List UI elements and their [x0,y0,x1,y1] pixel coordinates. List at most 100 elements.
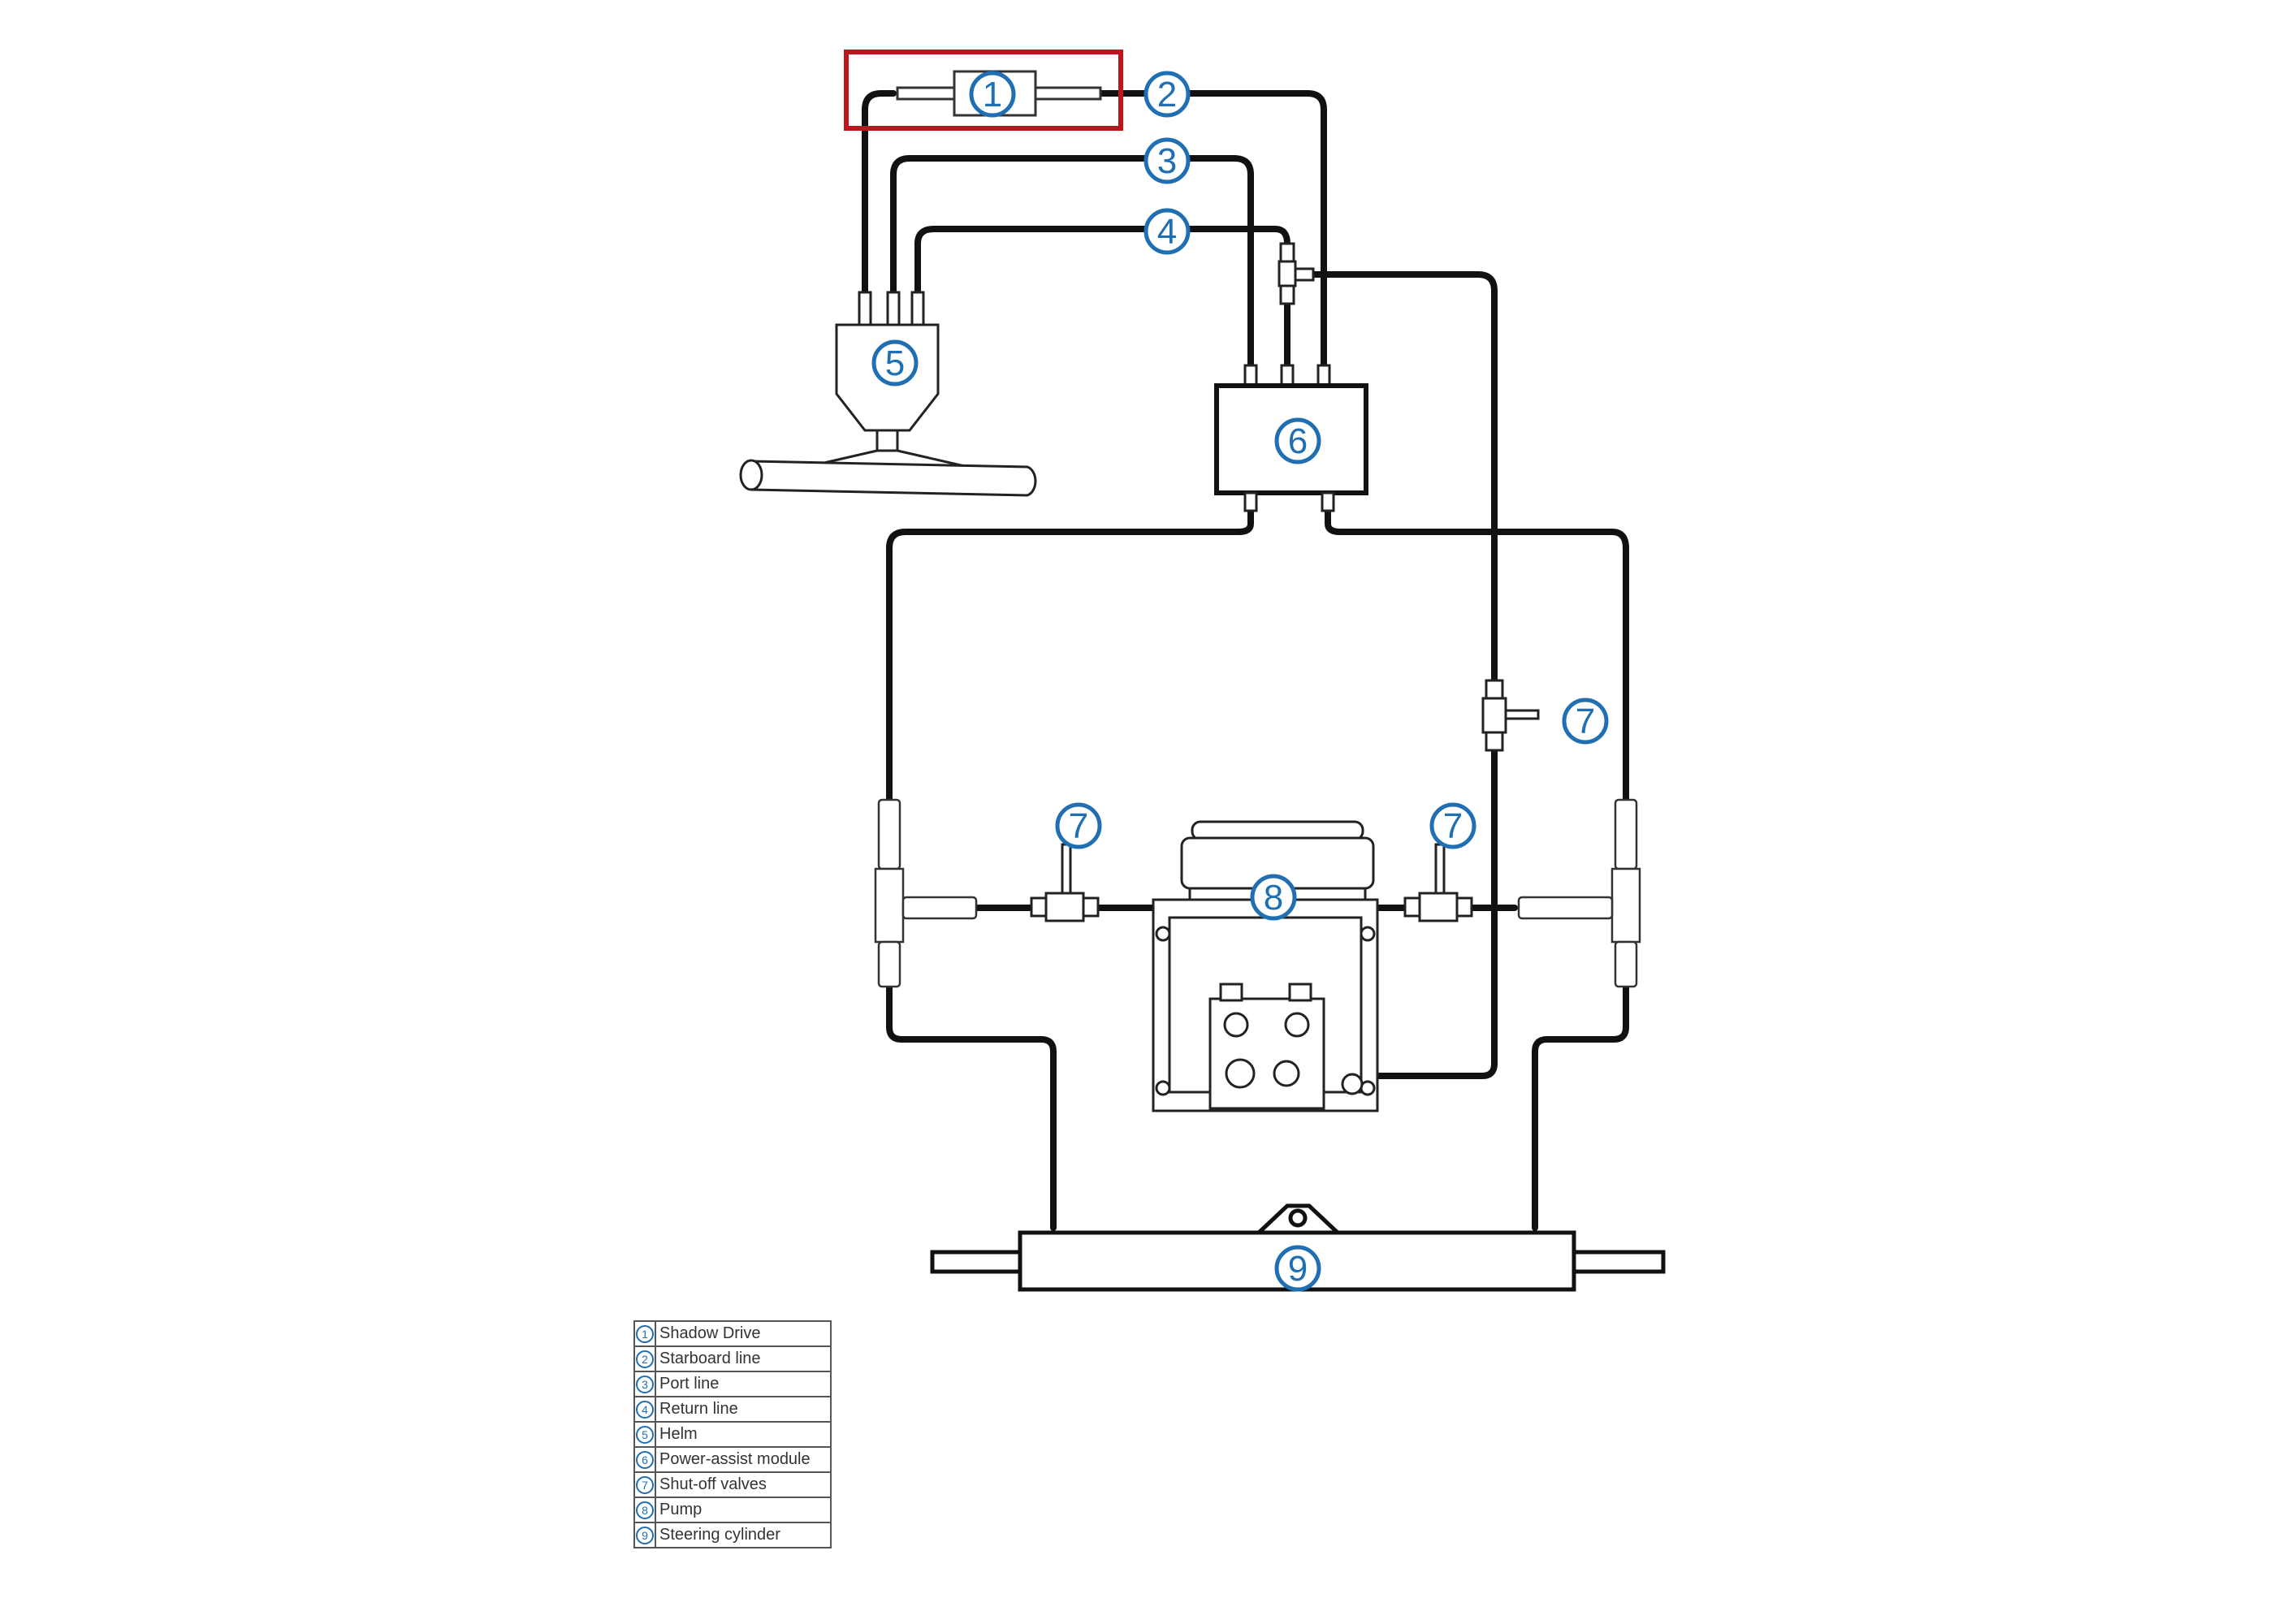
legend-label: Helm [655,1421,832,1448]
return-valve-handle [1504,709,1540,720]
right-tee-side-fitting [1517,896,1614,920]
return-shutoff-valve [1481,679,1540,752]
pump-left-valve-body [1044,892,1085,922]
return-tee-bottom [1279,284,1295,305]
pump-left-valve-stem [1061,843,1072,895]
pump-port-d [1273,1060,1300,1087]
callout-4: 4 [1143,208,1191,255]
return-branch-line [1296,271,1498,1079]
legend-callout-icon: 9 [636,1527,654,1544]
right-outer-line [1325,494,1629,803]
left-tee-upper-fitting [877,798,901,870]
callout-9: 9 [1274,1245,1321,1292]
pump-bolt-3 [1155,1080,1171,1096]
callout-6: 6 [1274,417,1321,464]
shadow-drive-fitting-right [1034,86,1102,101]
callout-2: 2 [1143,71,1191,118]
legend-row: 8 Pump [633,1497,832,1523]
pump-manifold-port-a [1219,983,1243,1002]
legend-callout-icon: 3 [636,1376,654,1393]
legend-number-cell: 3 [633,1371,656,1397]
cylinder-mount-hole [1288,1208,1308,1228]
legend-number-cell: 2 [633,1345,656,1372]
helm [739,291,1037,497]
legend-callout-icon: 4 [636,1401,654,1419]
callout-5: 5 [871,339,919,387]
pump-port-b [1284,1012,1310,1038]
legend-row: 1 Shadow Drive [633,1320,832,1347]
left-tee-side-fitting [901,896,978,920]
callout-7-return: 7 [1562,698,1609,745]
return-line [914,226,1290,377]
right-tee-lower-fitting [1614,940,1638,988]
right-tee-assembly [1517,798,1641,988]
callout-8: 8 [1250,874,1297,921]
legend-row: 6 Power-assist module [633,1446,832,1473]
helm-fitting-b [886,291,901,326]
legend-callout-icon: 2 [636,1350,654,1368]
callout-4-number: 4 [1157,212,1177,252]
module-fitting-bottom-1 [1243,491,1258,512]
legend-label: Shadow Drive [655,1320,832,1347]
callout-3: 3 [1143,137,1191,184]
module-fitting-bottom-2 [1321,491,1335,512]
pump-right-valve-body [1418,892,1459,922]
legend-label: Starboard line [655,1345,832,1372]
pump-bolt-1 [1155,926,1171,942]
helm-shaft [875,429,899,452]
steering-wheel-end [739,459,763,491]
legend-number-cell: 7 [633,1471,656,1498]
legend-callout-icon: 7 [636,1476,654,1494]
left-tee-body [874,867,905,944]
callout-6-number: 6 [1288,421,1308,461]
legend-callout-icon: 5 [636,1426,654,1444]
legend-label: Return line [655,1396,832,1423]
helm-fitting-c [910,291,925,326]
cylinder-rod-left [930,1250,1022,1274]
shadow-drive-fitting-left [896,86,956,101]
callout-7-right: 7 [1429,802,1476,849]
right-tee-body [1610,867,1641,944]
pump-left-valve-port-a [1030,896,1048,918]
callout-1-number: 1 [983,75,1002,114]
return-tee-top [1279,242,1295,263]
callout-8-number: 8 [1264,878,1283,918]
callout-5-number: 5 [885,343,905,383]
callout-9-number: 9 [1288,1249,1308,1289]
legend-label: Port line [655,1371,832,1397]
callout-2-number: 2 [1157,75,1177,114]
legend-number-cell: 5 [633,1421,656,1448]
return-valve-top [1485,679,1504,700]
callout-7-left: 7 [1055,802,1102,849]
legend-table: 1 Shadow Drive 2 Starboard line 3 Port l… [633,1320,832,1548]
legend-row: 5 Helm [633,1421,832,1448]
pump-manifold-port-b [1288,983,1312,1002]
legend-number-cell: 4 [633,1396,656,1423]
return-tee-fitting [1278,242,1315,305]
callout-7-right-number: 7 [1443,806,1463,846]
helm-fitting-a [858,291,872,326]
legend-number-cell: 9 [633,1522,656,1548]
left-lower-line [886,983,1057,1231]
callout-3-number: 3 [1157,141,1177,181]
steering-wheel [741,460,1037,497]
pump-left-shutoff-valve [1030,843,1100,922]
legend-callout-icon: 8 [636,1501,654,1519]
return-tee-center [1278,260,1297,287]
pump-left-valve-port-b [1082,896,1100,918]
callout-7-return-number: 7 [1576,702,1595,741]
shadow-drive-highlight-box [844,50,1123,131]
legend-number-cell: 8 [633,1497,656,1523]
cylinder-rod-right [1571,1250,1666,1274]
pump-bolt-2 [1360,926,1376,942]
legend-row: 9 Steering cylinder [633,1522,832,1548]
callouts: 1 2 3 4 5 6 7 7 [871,71,1609,1292]
callout-7-left-number: 7 [1069,806,1088,846]
pump-port-a [1223,1012,1249,1038]
legend-row: 7 Shut-off valves [633,1471,832,1498]
legend-label: Pump [655,1497,832,1523]
shadow-drive-to-helm-line [862,90,897,304]
starboard-line [1044,90,1327,377]
return-valve-bottom [1485,731,1504,752]
